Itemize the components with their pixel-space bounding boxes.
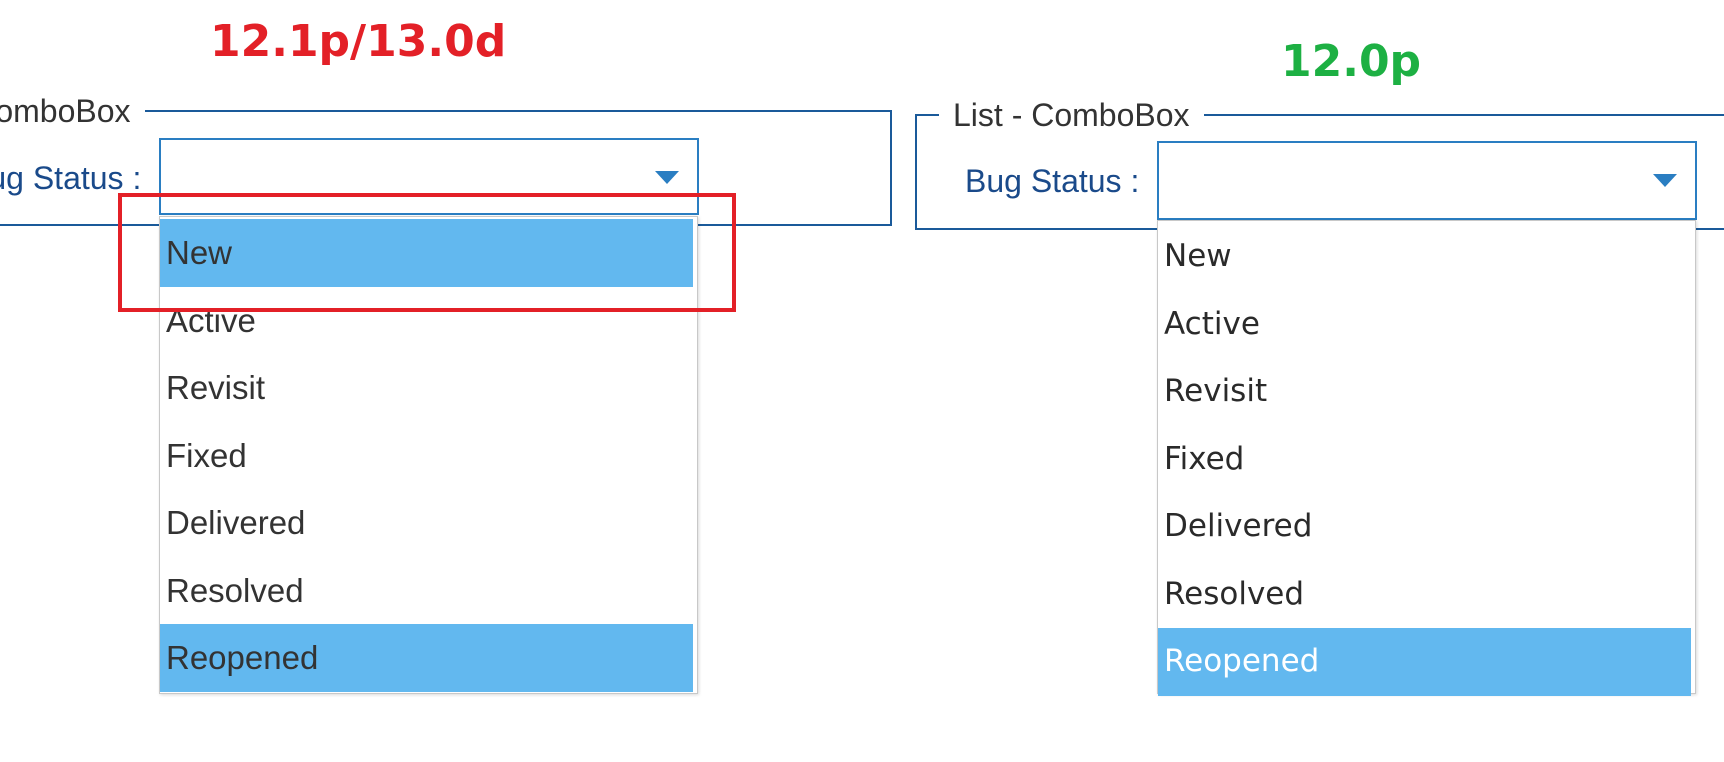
triangle-down-icon[interactable]	[655, 171, 679, 184]
triangle-down-icon[interactable]	[1653, 174, 1677, 187]
left-option-reopened[interactable]: Reopened	[160, 624, 693, 692]
right-option-revisit[interactable]: Revisit	[1164, 373, 1268, 409]
right-bug-status-label: Bug Status :	[965, 163, 1140, 199]
left-option-delivered[interactable]: Delivered	[166, 504, 306, 541]
right-version-annotation: 12.0p	[1281, 36, 1422, 87]
left-bug-status-label: Bug Status :	[0, 160, 142, 196]
right-option-reopened[interactable]: Reopened	[1158, 628, 1691, 696]
right-bug-status-combobox[interactable]	[1157, 141, 1697, 220]
right-fieldset-legend: List - ComboBox	[939, 98, 1204, 132]
left-option-revisit[interactable]: Revisit	[166, 369, 266, 406]
right-option-fixed[interactable]: Fixed	[1164, 440, 1245, 477]
left-fieldset-legend: List - ComboBox	[0, 94, 145, 128]
right-option-new[interactable]: New	[1164, 238, 1232, 274]
left-option-fixed[interactable]: Fixed	[166, 436, 247, 474]
left-version-annotation: 12.1p/13.0d	[210, 16, 507, 67]
left-option-active[interactable]: Active	[166, 301, 256, 339]
right-option-delivered[interactable]: Delivered	[1164, 508, 1313, 544]
left-option-new[interactable]: New	[160, 219, 693, 287]
red-highlight-box	[118, 193, 736, 312]
left-dropdown-list: New Active Revisit Fixed Delivered Resol…	[159, 216, 698, 694]
left-option-resolved[interactable]: Resolved	[166, 571, 304, 609]
right-option-resolved[interactable]: Resolved	[1164, 575, 1305, 612]
left-bug-status-combobox[interactable]	[159, 138, 699, 215]
right-option-active[interactable]: Active	[1164, 305, 1260, 342]
right-dropdown-list: New Active Revisit Fixed Delivered Resol…	[1157, 220, 1696, 696]
